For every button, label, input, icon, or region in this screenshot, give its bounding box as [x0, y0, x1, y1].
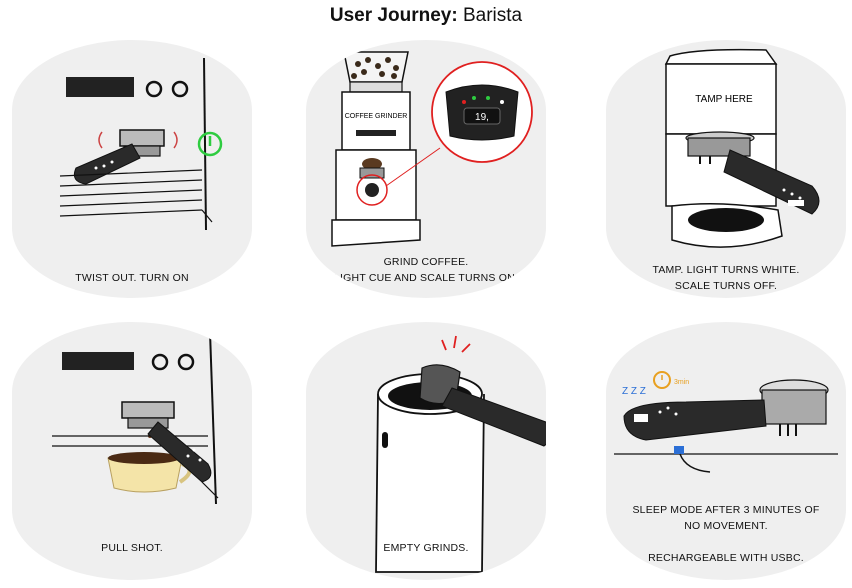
power-icon: [197, 131, 223, 157]
sleep-mode-illustration: Z Z Z 3min: [614, 371, 838, 473]
step-card-grind-coffee: COFFEE GRINDER 19, GRIND COFFEE. LIGHT C…: [306, 40, 546, 298]
grinder-label: COFFEE GRINDER: [345, 113, 408, 120]
step-caption: PULL SHOT.: [101, 542, 163, 554]
espresso-machine-illustration: [59, 57, 223, 231]
title-rest: Barista: [462, 5, 523, 26]
step-card-tamp: TAMP HERE TAMP. LIGHT TURNS WHITE. SCALE…: [606, 40, 846, 298]
step-caption: TAMP. LIGHT TURNS WHITE. SCALE TURNS OFF…: [652, 264, 800, 292]
pull-shot-illustration: [52, 331, 219, 505]
step-caption: TWIST OUT. TURN ON: [75, 272, 189, 284]
step-card-sleep-mode: Z Z Z 3min SLEEP MODE AFTER 3 MINUTES OF…: [606, 322, 846, 580]
sleep-zzz: Z Z Z: [622, 386, 646, 397]
step-card-empty-grinds: EMPTY GRINDS.: [306, 322, 546, 580]
tamper-illustration: TAMP HERE: [664, 48, 820, 248]
step-caption: EMPTY GRINDS.: [383, 542, 469, 554]
step-card-twist-out: TWIST OUT. TURN ON: [12, 40, 252, 298]
svg-text:3min: 3min: [674, 379, 689, 386]
title-bold: User Journey:: [329, 5, 458, 26]
step-card-pull-shot: PULL SHOT.: [12, 322, 252, 580]
knock-box-illustration: [375, 335, 546, 573]
grinder-illustration: COFFEE GRINDER 19,: [331, 51, 533, 247]
timer-icon: 3min: [653, 371, 689, 389]
step-caption: GRIND COFFEE. LIGHT CUE AND SCALE TURNS …: [334, 256, 518, 284]
tamper-label: TAMP HERE: [695, 94, 753, 105]
page-title: User Journey: Barista: [0, 4, 852, 28]
scale-reading: 19,: [475, 112, 489, 123]
step-caption: SLEEP MODE AFTER 3 MINUTES OF NO MOVEMEN…: [632, 504, 820, 564]
